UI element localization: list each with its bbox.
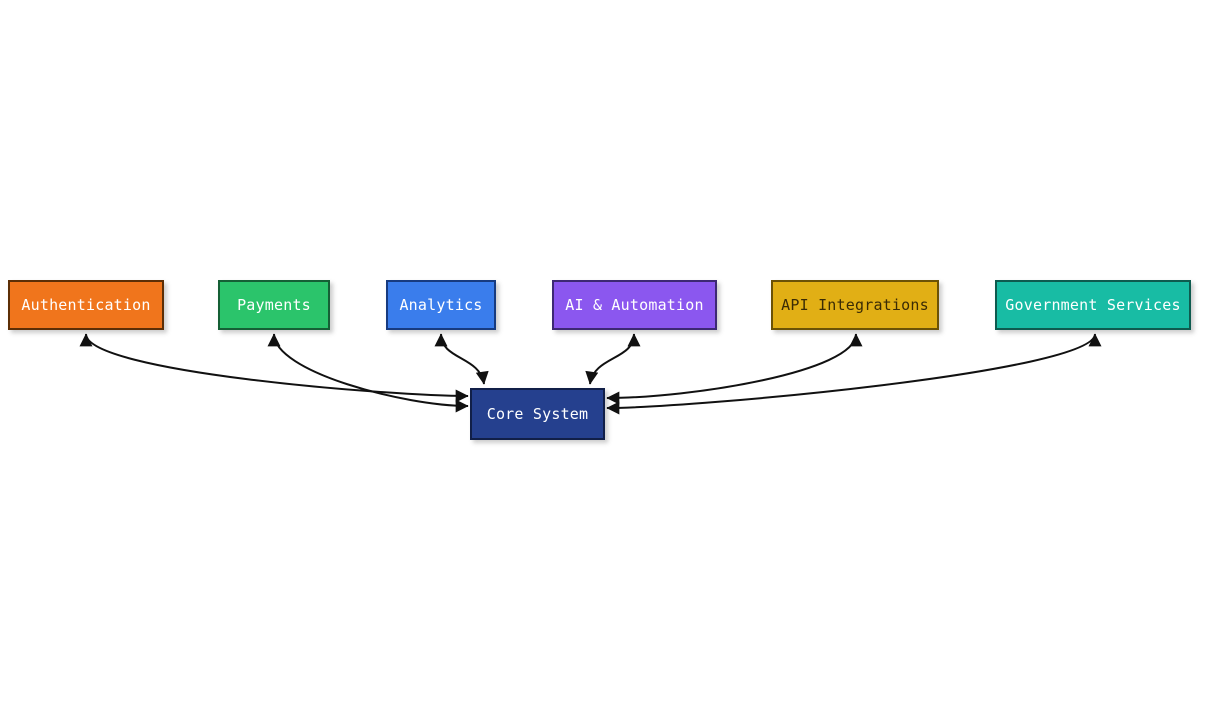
- node-api-integrations: API Integrations: [771, 280, 939, 330]
- node-label-analytics: Analytics: [399, 296, 483, 314]
- node-label-government-services: Government Services: [1005, 296, 1181, 314]
- edge-payments-core-system: [267, 333, 469, 413]
- edge-government-services-core-system: [606, 333, 1102, 415]
- node-label-payments: Payments: [237, 296, 311, 314]
- node-label-core-system: Core System: [486, 405, 589, 423]
- node-label-authentication: Authentication: [21, 296, 151, 314]
- edge-ai-automation-core-system: [585, 333, 641, 385]
- edge-api-integrations-core-system: [606, 333, 863, 405]
- node-label-api-integrations: API Integrations: [781, 296, 929, 314]
- node-ai-automation: AI & Automation: [552, 280, 717, 330]
- node-analytics: Analytics: [386, 280, 496, 330]
- node-core-system: Core System: [470, 388, 605, 440]
- edge-authentication-core-system: [79, 333, 469, 403]
- node-government-services: Government Services: [995, 280, 1191, 330]
- node-payments: Payments: [218, 280, 330, 330]
- edge-analytics-core-system: [434, 333, 489, 385]
- node-authentication: Authentication: [8, 280, 164, 330]
- node-label-ai-automation: AI & Automation: [565, 296, 704, 314]
